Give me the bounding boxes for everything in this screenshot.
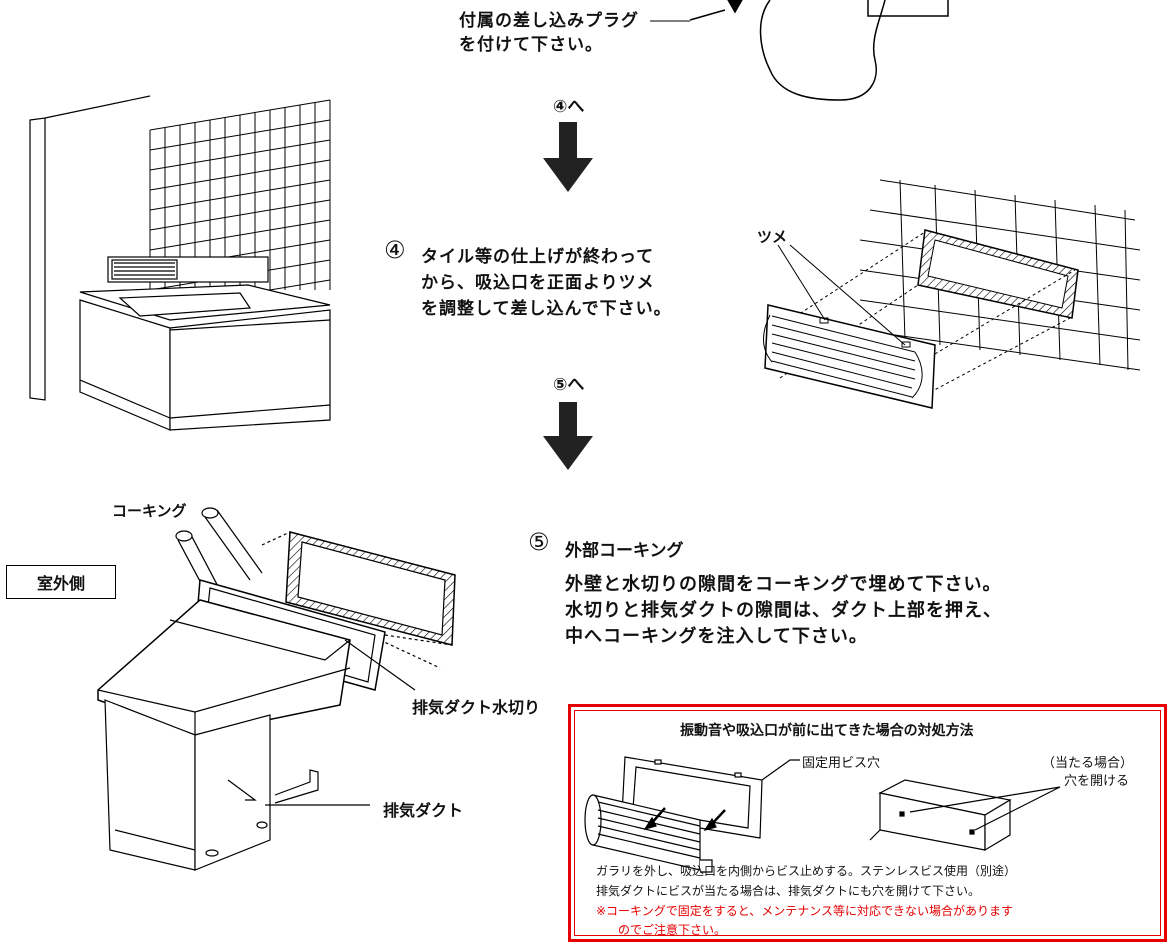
claw-label: ツメ bbox=[757, 228, 788, 246]
screw-hole-label: 固定用ビス穴 bbox=[802, 756, 881, 771]
grille-screw-illustration bbox=[584, 756, 800, 873]
notice-title: 振動音や吸込口が前に出てきた場合の対処方法 bbox=[680, 723, 974, 739]
exhaust-duct-label: 排気ダクト bbox=[383, 801, 464, 820]
make-hole-label: 穴を開ける bbox=[1064, 774, 1130, 789]
step4-line2: から、吸込口を正面よりツメ bbox=[421, 273, 655, 293]
go-to-step5-label: ⑤へ bbox=[553, 375, 585, 395]
step5-line1: 外壁と水切りの隙間をコーキングで埋めて下さい。 bbox=[565, 574, 1002, 595]
notice-box bbox=[568, 704, 1167, 942]
outdoor-duct-illustration bbox=[97, 507, 456, 871]
notice-warning1: ※コーキングで固定をすると、メンテナンス等に対応できない場合があります bbox=[596, 904, 1013, 918]
step5-title: 外部コーキング bbox=[565, 541, 684, 561]
grille-insert-illustration bbox=[763, 179, 1141, 409]
step5-line3: 中へコーキングを注入して下さい。 bbox=[565, 626, 868, 647]
plug-illustration bbox=[689, 0, 949, 101]
step5-number: ⑤ bbox=[528, 528, 550, 556]
step4-line1: タイル等の仕上げが終わって bbox=[421, 247, 655, 267]
notice-body2: 排気ダクトにビスが当たる場合は、排気ダクトにも穴を開けて下さい。 bbox=[596, 884, 981, 898]
plug-instruction-line2: を付けて下さい。 bbox=[459, 35, 603, 55]
caulking-label: コーキング bbox=[112, 502, 187, 520]
step5-line2: 水切りと排気ダクトの隙間は、ダクト上部を押え、 bbox=[565, 600, 1002, 621]
duct-flashing-label: 排気ダクト水切り bbox=[412, 698, 541, 717]
step4-line3: を調整して差し込んで下さい。 bbox=[421, 299, 672, 319]
notice-body1: ガラリを外し、吸込口を内側からビス止めする。ステンレスビス使用（別途） bbox=[596, 864, 1017, 878]
notice-box-inner bbox=[574, 710, 1161, 936]
duct-hole-illustration bbox=[869, 779, 1061, 852]
plug-instruction-line1: 付属の差し込みプラグ bbox=[459, 11, 639, 31]
outdoor-side-tag: 室外側 bbox=[6, 565, 116, 599]
down-arrow-1 bbox=[543, 122, 593, 192]
down-arrow-2 bbox=[543, 402, 593, 470]
step4-number: ④ bbox=[384, 236, 406, 264]
notice-warning2: のでご注意下さい。 bbox=[618, 923, 727, 937]
kitchen-illustration bbox=[29, 95, 331, 431]
go-to-step4-label: ④へ bbox=[553, 97, 585, 117]
if-hit-label: （当たる場合） bbox=[1042, 756, 1134, 771]
